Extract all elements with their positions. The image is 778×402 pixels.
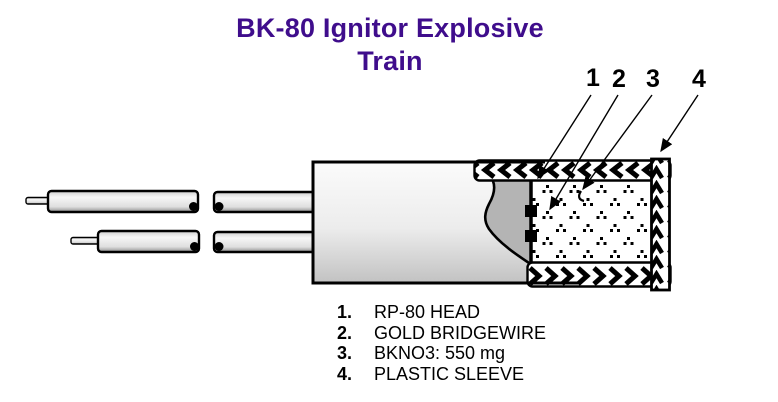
callout-number-4: 4 <box>692 65 706 93</box>
plastic-sleeve-end <box>650 157 671 292</box>
page-title: BK-80 Ignitor Explosive Train <box>150 12 630 78</box>
title-line-1: BK-80 Ignitor Explosive <box>236 13 544 43</box>
legend-item-3: 3. BKNO3: 550 mg <box>337 343 546 364</box>
legend-item-number: 2. <box>337 322 353 343</box>
title-line-2: Train <box>357 46 423 76</box>
leader-line-1 <box>537 94 592 180</box>
wire-break-end <box>214 202 224 211</box>
wire-break-end <box>189 202 198 211</box>
legend-item-label: GOLD BRIDGEWIRE <box>374 322 547 343</box>
leader-line-4 <box>660 94 699 153</box>
lead-wire-upper-right <box>212 190 318 214</box>
leader-line-3 <box>582 94 653 191</box>
legend-item-number: 4. <box>337 363 353 384</box>
ignitor-body-outline <box>311 160 578 285</box>
legend: 1. RP-80 HEAD 2. GOLD BRIDGEWIRE 3. BKNO… <box>337 302 546 384</box>
legend-item-number: 3. <box>337 343 353 363</box>
legend-item-1: 1. RP-80 HEAD <box>337 302 546 323</box>
wire-break-end <box>190 242 199 251</box>
lead-wire-upper-left <box>25 189 200 214</box>
leader-line-2 <box>549 94 619 211</box>
lead-wire-lower-left <box>70 229 201 254</box>
bkno3-charge <box>529 179 653 265</box>
wire-break-end <box>214 242 224 251</box>
leader-line-3-hook <box>577 190 585 203</box>
callout-number-3: 3 <box>646 65 660 93</box>
callout-number-1: 1 <box>586 64 600 92</box>
callout-number-2: 2 <box>612 65 626 93</box>
legend-item-number: 1. <box>337 302 353 322</box>
legend-item-label: PLASTIC SLEEVE <box>374 363 525 384</box>
legend-item-4: 4. PLASTIC SLEEVE <box>337 364 546 385</box>
legend-item-2: 2. GOLD BRIDGEWIRE <box>337 323 546 344</box>
legend-item-label: RP-80 HEAD <box>374 302 481 322</box>
gold-bridgewire-contacts <box>525 205 537 242</box>
legend-item-label: BKNO3: 550 mg <box>374 343 506 363</box>
lead-wire-lower-right <box>212 230 318 254</box>
